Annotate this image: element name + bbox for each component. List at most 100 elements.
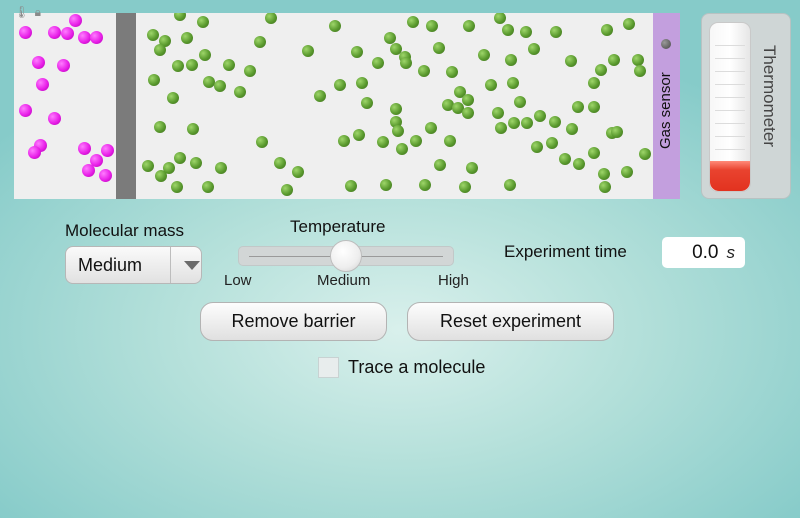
light-molecule (446, 66, 458, 78)
heavy-molecule (77, 30, 91, 44)
light-molecule (353, 129, 365, 141)
light-molecule (187, 123, 199, 135)
chamber-icons: 🌡︎ 🔒︎ (14, 5, 41, 20)
light-molecule (256, 136, 268, 148)
light-molecule (442, 99, 454, 111)
light-molecule (462, 107, 474, 119)
light-molecule (426, 20, 438, 32)
light-molecule (508, 117, 520, 129)
light-molecule (244, 65, 256, 77)
light-molecule (214, 80, 226, 92)
light-molecule (356, 77, 368, 89)
light-molecule (419, 179, 431, 191)
light-molecule (632, 54, 644, 66)
temperature-label: Temperature (290, 217, 386, 236)
heavy-molecule (47, 111, 61, 125)
light-molecule (514, 96, 526, 108)
light-molecule (154, 44, 166, 56)
light-molecule (601, 24, 613, 36)
light-molecule (202, 181, 214, 193)
molecular-mass-dropdown[interactable]: Medium (65, 246, 202, 284)
heavy-molecule (77, 141, 91, 155)
light-molecule (390, 43, 402, 55)
light-molecule (588, 101, 600, 113)
light-molecule (595, 64, 607, 76)
light-molecule (163, 162, 175, 174)
light-molecule (599, 181, 611, 193)
light-molecule (418, 65, 430, 77)
remove-barrier-button[interactable]: Remove barrier (200, 302, 387, 341)
light-molecule (504, 179, 516, 191)
light-molecule (521, 117, 533, 129)
light-molecule (345, 180, 357, 192)
experiment-time-value: 0.0 (692, 241, 719, 263)
experiment-time-unit: s (726, 242, 736, 262)
light-molecule (203, 76, 215, 88)
light-molecule (292, 166, 304, 178)
sensor-dot-icon (661, 39, 671, 49)
light-molecule (281, 184, 293, 196)
light-molecule (199, 49, 211, 61)
light-molecule (154, 121, 166, 133)
light-molecule (531, 141, 543, 153)
light-molecule (528, 43, 540, 55)
light-molecule (147, 29, 159, 41)
light-molecule (534, 110, 546, 122)
light-molecule (634, 65, 646, 77)
light-molecule (444, 135, 456, 147)
trace-molecule-checkbox[interactable] (318, 357, 339, 378)
light-molecule (502, 24, 514, 36)
heavy-molecule (18, 103, 32, 117)
thermometer-panel: Thermometer (701, 13, 791, 199)
light-molecule (410, 135, 422, 147)
thermometer-fill (710, 160, 750, 191)
light-molecule (223, 59, 235, 71)
light-molecule (334, 79, 346, 91)
temperature-slider-thumb[interactable] (330, 240, 362, 272)
light-molecule (234, 86, 246, 98)
light-molecule (549, 116, 561, 128)
light-molecule (274, 157, 286, 169)
light-molecule (174, 152, 186, 164)
heavy-molecule (27, 145, 41, 159)
light-molecule (265, 13, 277, 24)
heavy-molecule (89, 30, 103, 44)
thermometer-small-icon: 🌡︎ (14, 5, 30, 19)
light-molecule (377, 136, 389, 148)
light-molecule (361, 97, 373, 109)
light-molecule (215, 162, 227, 174)
light-molecule (598, 168, 610, 180)
light-molecule (390, 103, 402, 115)
temperature-low-label: Low (224, 272, 252, 289)
light-molecule (466, 162, 478, 174)
dropdown-divider (170, 247, 171, 283)
light-molecule (520, 26, 532, 38)
light-molecule (462, 94, 474, 106)
light-molecule (425, 122, 437, 134)
light-molecule (550, 26, 562, 38)
light-molecule (573, 158, 585, 170)
light-molecule (433, 42, 445, 54)
light-molecule (463, 20, 475, 32)
heavy-molecule (35, 77, 49, 91)
thermometer-tube (709, 22, 751, 192)
heavy-molecule (18, 25, 32, 39)
light-molecule (608, 54, 620, 66)
lock-icon: 🔒︎ (34, 5, 41, 19)
heavy-molecule (68, 13, 82, 27)
temperature-medium-label: Medium (317, 272, 371, 289)
light-molecule (588, 147, 600, 159)
trace-molecule-label: Trace a molecule (348, 357, 486, 377)
light-molecule (380, 179, 392, 191)
chevron-down-icon[interactable] (184, 260, 200, 270)
heavy-molecule (81, 163, 95, 177)
light-molecule (254, 36, 266, 48)
light-molecule (639, 148, 651, 160)
light-molecule (434, 159, 446, 171)
light-molecule (621, 166, 633, 178)
light-molecule (559, 153, 571, 165)
reset-experiment-button[interactable]: Reset experiment (407, 302, 614, 341)
light-molecule (505, 54, 517, 66)
light-molecule (478, 49, 490, 61)
light-molecule (565, 55, 577, 67)
